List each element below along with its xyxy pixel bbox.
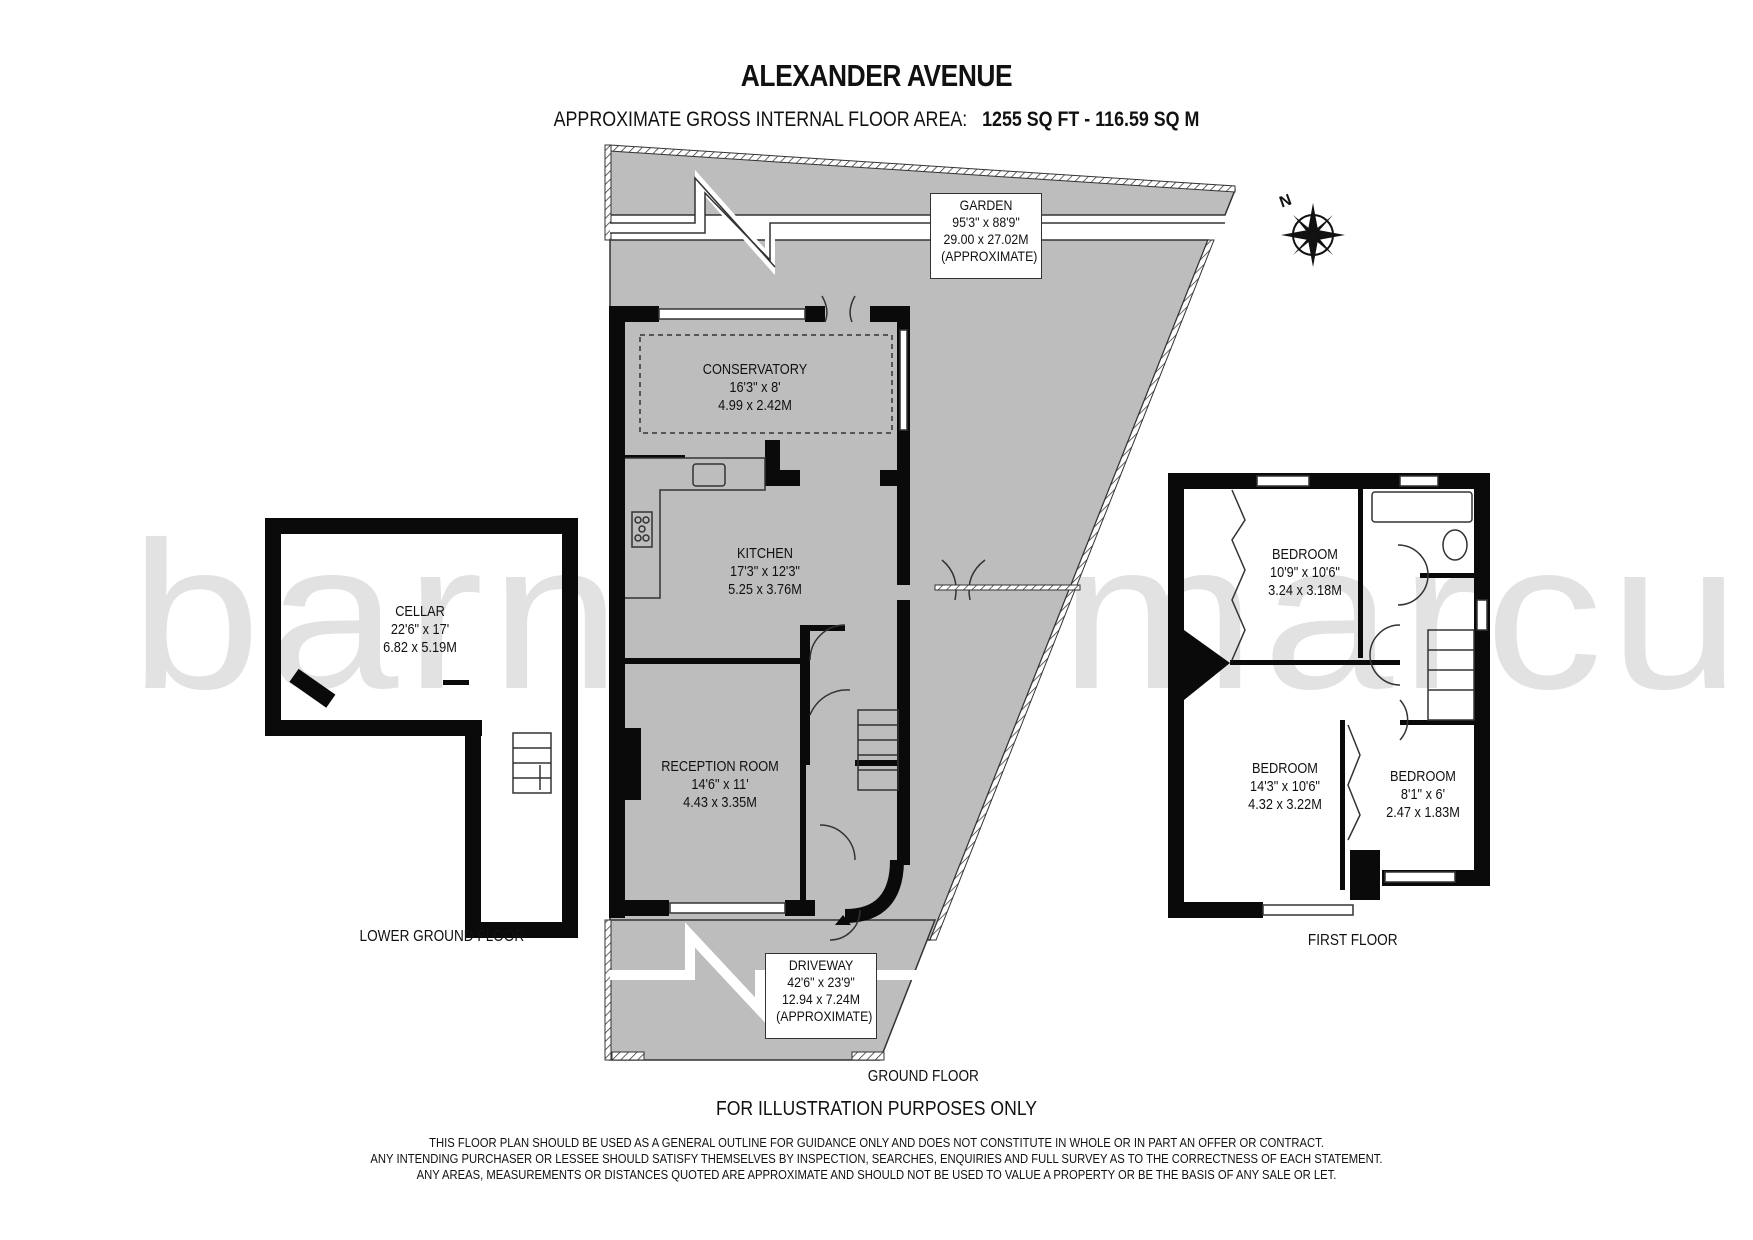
- floor-area-value: 1255 SQ FT - 116.59 SQ M: [982, 108, 1200, 131]
- room-label-reception-room: RECEPTION ROOM 14'6" x 11' 4.43 x 3.35M: [661, 758, 779, 811]
- cellar-stairs: [512, 732, 552, 794]
- illustration-note: FOR ILLUSTRATION PURPOSES ONLY: [715, 1098, 1038, 1120]
- room-label-bedroom-3: BEDROOM 8'1" x 6' 2.47 x 1.83M: [1386, 768, 1460, 821]
- floor-area-summary: APPROXIMATE GROSS INTERNAL FLOOR AREA: 1…: [131, 108, 1621, 132]
- lower-ground-floor-plan: [265, 518, 578, 938]
- floor-label-first: FIRST FLOOR: [1307, 932, 1398, 949]
- room-label-bedroom-2: BEDROOM 14'3" x 10'6" 4.32 x 3.22M: [1248, 760, 1322, 813]
- floor-area-label: APPROXIMATE GROSS INTERNAL FLOOR AREA:: [553, 108, 968, 131]
- room-label-bedroom-1: BEDROOM 10'9" x 10'6" 3.24 x 3.18M: [1268, 546, 1342, 599]
- garden-label: GARDEN 95'3" x 88'9" 29.00 x 27.02M (APP…: [930, 193, 1042, 279]
- garden-area: [604, 144, 1237, 941]
- entrance-arrow-icon: [835, 915, 851, 925]
- garden-fence: [934, 584, 1081, 591]
- disclaimer: THIS FLOOR PLAN SHOULD BE USED AS A GENE…: [0, 1135, 1753, 1183]
- room-label-kitchen: KITCHEN 17'3" x 12'3" 5.25 x 3.76M: [728, 545, 802, 598]
- ground-doors: [809, 295, 986, 941]
- compass-rose-icon: [1275, 195, 1350, 270]
- disclaimer-line: THIS FLOOR PLAN SHOULD BE USED AS A GENE…: [429, 1136, 1324, 1150]
- driveway-label: DRIVEWAY 42'6" x 23'9" 12.94 x 7.24M (AP…: [765, 953, 877, 1039]
- ground-stairs: [857, 709, 899, 791]
- room-label-conservatory: CONSERVATORY 16'3" x 8' 4.99 x 2.42M: [702, 361, 808, 414]
- disclaimer-line: ANY INTENDING PURCHASER OR LESSEE SHOULD…: [370, 1152, 1383, 1166]
- first-floor-windows: [1256, 475, 1488, 916]
- ground-windows: [658, 308, 908, 914]
- disclaimer-line: ANY AREAS, MEASUREMENTS OR DISTANCES QUO…: [416, 1168, 1337, 1182]
- plan-title: ALEXANDER AVENUE: [740, 58, 1013, 93]
- room-label-cellar: CELLAR 22'6" x 17' 6.82 x 5.19M: [383, 603, 457, 656]
- ground-floor-plan: [609, 306, 910, 918]
- floor-label-lower-ground: LOWER GROUND FLOOR: [359, 928, 525, 945]
- bay-curve: [844, 859, 904, 923]
- conservatory-outline: [639, 334, 893, 434]
- first-floor-plan: [1168, 473, 1490, 918]
- floor-label-ground: GROUND FLOOR: [867, 1068, 979, 1085]
- first-floor-fixtures: [1231, 489, 1475, 841]
- kitchen-worktop: [625, 457, 766, 599]
